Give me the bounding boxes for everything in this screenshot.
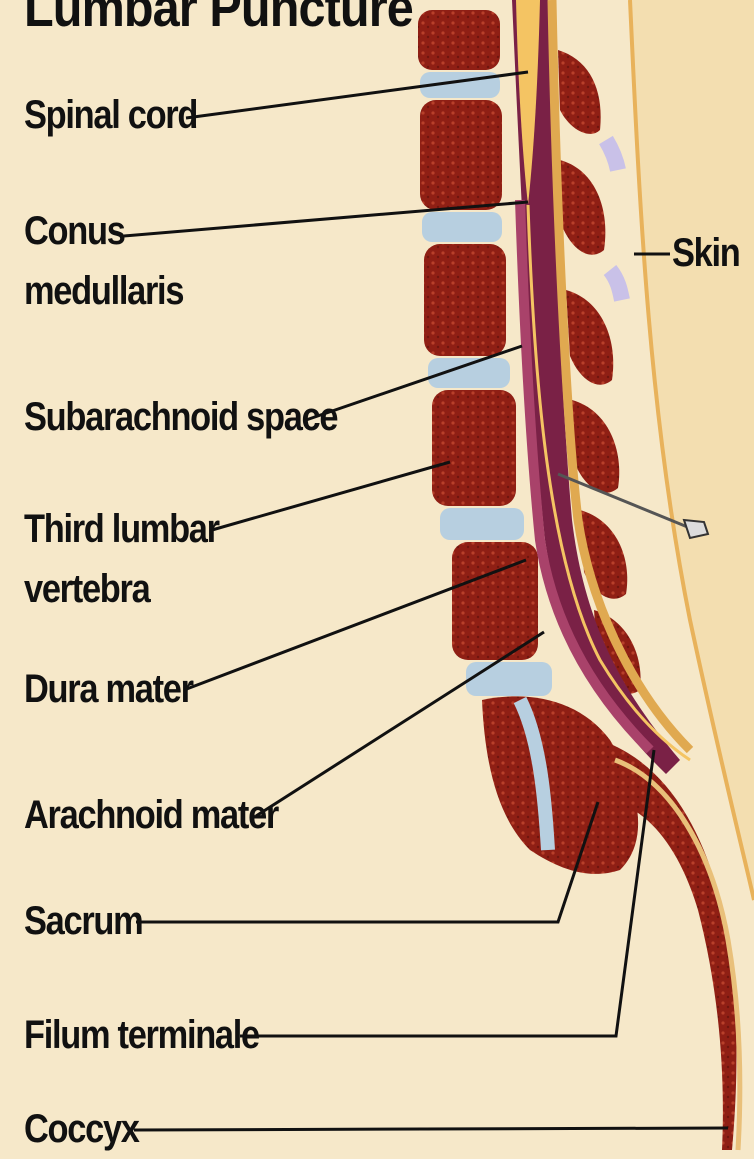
skin-tissue (630, 0, 754, 900)
vertebral-body (418, 10, 500, 70)
label-subarachnoid-space: Subarachnoid space (24, 394, 337, 440)
leader-third-lumbar (212, 462, 450, 530)
label-dura-mater: Dura mater (24, 666, 193, 712)
label-third-lumbar-line1: Third lumbar (24, 506, 219, 552)
leader-coccyx (134, 1128, 728, 1130)
label-coccyx: Coccyx (24, 1106, 139, 1152)
intervertebral-disc (466, 662, 552, 696)
intervertebral-disc (422, 212, 502, 242)
label-skin: Skin (672, 230, 739, 276)
label-conus-line1: Conus (24, 208, 125, 254)
label-conus-line2: medullaris (24, 268, 183, 314)
label-arachnoid-mater: Arachnoid mater (24, 792, 278, 838)
label-sacrum: Sacrum (24, 898, 142, 944)
vertebral-body (432, 390, 516, 506)
vertebral-body (424, 244, 506, 356)
vertebral-body (420, 100, 502, 210)
intervertebral-disc (440, 508, 524, 540)
label-spinal-cord: Spinal cord (24, 92, 197, 138)
label-third-lumbar-line2: vertebra (24, 566, 149, 612)
label-filum-terminale: Filum terminale (24, 1012, 259, 1058)
